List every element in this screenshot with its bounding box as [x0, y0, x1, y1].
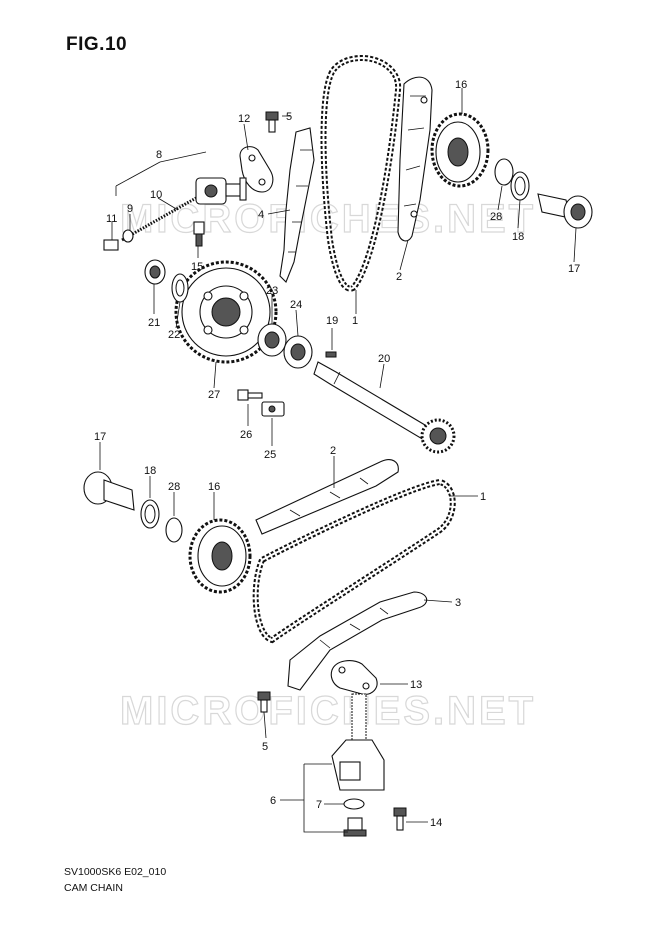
- washer-9: [122, 229, 134, 243]
- bearing-24: [283, 335, 313, 369]
- model-code: SV1000SK6 E02_010: [64, 866, 167, 878]
- callout-28-lower: 28: [168, 481, 180, 493]
- callout-24: 24: [290, 299, 302, 311]
- callout-27: 27: [208, 389, 220, 401]
- tensioner-adjuster-6: [331, 693, 385, 791]
- cam-bolt-17-upper: [537, 193, 593, 229]
- callout-5-lower: 5: [262, 741, 268, 753]
- callout-13: 13: [410, 679, 422, 691]
- callout-labels: 8 10 9 11 12 5 4 15 21 22 23 24 27 19 1 …: [94, 79, 580, 829]
- callout-11: 11: [106, 213, 117, 225]
- callout-20: 20: [378, 353, 390, 365]
- callout-2-upper: 2: [396, 271, 402, 283]
- cam-chain-upper: [320, 54, 402, 292]
- callout-26: 26: [240, 429, 252, 441]
- callout-18-upper: 18: [512, 231, 524, 243]
- cam-chain-lower: [252, 478, 456, 644]
- callout-1-upper: 1: [352, 315, 358, 327]
- washer-18-lower: [140, 499, 160, 529]
- bolt-26: [237, 389, 263, 401]
- bolt-15: [193, 221, 205, 247]
- callout-17-upper: 17: [568, 263, 580, 275]
- plate-25: [261, 401, 285, 417]
- bearing-23: [257, 323, 287, 357]
- callout-8: 8: [156, 149, 162, 161]
- gasket-13: [330, 660, 378, 695]
- callout-5-upper: 5: [286, 111, 292, 123]
- cam-sprocket-16-upper: [430, 112, 490, 188]
- callout-23: 23: [266, 285, 278, 297]
- section-name: CAM CHAIN: [64, 882, 123, 894]
- callout-7: 7: [316, 799, 322, 811]
- callout-10: 10: [150, 189, 162, 201]
- callout-1-lower: 1: [480, 491, 486, 503]
- callout-28-upper: 28: [490, 211, 502, 223]
- figure-title: FIG.10: [66, 34, 128, 55]
- idler-shaft-20: [313, 361, 456, 454]
- callout-25: 25: [264, 449, 276, 461]
- pin-19: [325, 351, 337, 358]
- nut-21: [144, 259, 166, 285]
- callout-18-lower: 18: [144, 465, 156, 477]
- callout-15: 15: [191, 261, 203, 273]
- plug-bolt: [343, 817, 367, 837]
- tensioner-adjuster-assembly-8: [195, 177, 247, 205]
- idler-gear-27: [174, 260, 278, 364]
- callout-3: 3: [455, 597, 461, 609]
- washer-28-upper: [494, 158, 514, 186]
- callout-17-lower: 17: [94, 431, 106, 443]
- washer-7: [343, 798, 365, 810]
- callout-6: 6: [270, 795, 276, 807]
- bolt-11: [103, 239, 119, 251]
- callout-4: 4: [258, 209, 264, 221]
- callout-16-lower: 16: [208, 481, 220, 493]
- callout-16-upper: 16: [455, 79, 467, 91]
- callout-12: 12: [238, 113, 250, 125]
- washer-28-lower: [165, 517, 183, 543]
- callout-2-lower: 2: [330, 445, 336, 457]
- washer-18-upper: [510, 171, 530, 201]
- watermark-lower: MICROFICHES.NET: [120, 689, 536, 733]
- chain-tensioner-arm-lower: [287, 591, 428, 691]
- bolt-5-lower: [257, 691, 271, 713]
- chain-guide-lower: [255, 459, 399, 535]
- chain-tensioner-arm-upper: [279, 127, 315, 283]
- cam-bolt-17-lower: [83, 471, 135, 511]
- callout-22: 22: [168, 329, 180, 341]
- bolt-14: [393, 807, 407, 831]
- cam-sprocket-16-lower: [188, 518, 252, 594]
- adjuster-rod-10: [121, 196, 197, 242]
- gasket-12: [239, 146, 274, 193]
- leader-lines: [99, 88, 577, 833]
- washer-22: [171, 273, 189, 303]
- bolt-5-upper: [265, 111, 279, 133]
- chain-guide-upper: [397, 76, 433, 242]
- callout-21: 21: [148, 317, 160, 329]
- callout-19: 19: [326, 315, 338, 327]
- callout-9: 9: [127, 203, 133, 215]
- callout-14: 14: [430, 817, 442, 829]
